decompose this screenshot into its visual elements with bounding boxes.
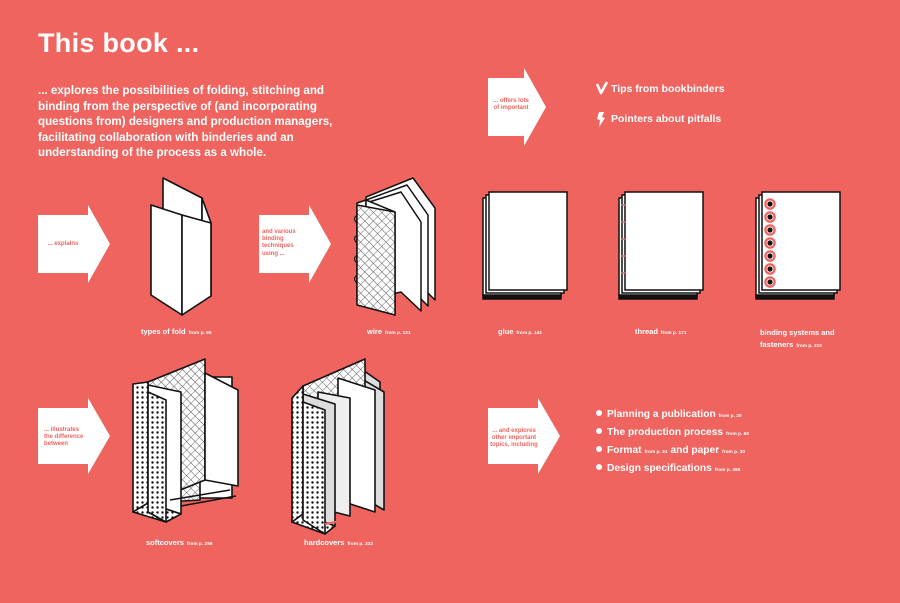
intro-line: binding from the perspective of (and inc… bbox=[38, 99, 317, 113]
arrow-text-offers: ... offers lots of important bbox=[490, 98, 532, 112]
intro-line: facilitating collaboration with binderie… bbox=[38, 130, 294, 144]
bullet-icon bbox=[596, 464, 602, 470]
intro-line: ... explores the possibilities of foldin… bbox=[38, 84, 325, 97]
topic-page: from p. 30 bbox=[722, 450, 746, 455]
label-name: fasteners bbox=[760, 340, 794, 349]
thread-illustration bbox=[618, 191, 704, 300]
arrow-text-illustrates: ... illustrates the difference between bbox=[44, 427, 86, 449]
topic-text: Planning a publication bbox=[607, 409, 716, 420]
arrow-text-line: and various bbox=[262, 229, 296, 235]
arrow-text-explains: ... explains bbox=[40, 241, 86, 248]
intro-line: questions from) designers and production… bbox=[38, 115, 333, 128]
label-page: from p. 121 bbox=[385, 331, 411, 336]
topic-text: The production process bbox=[607, 427, 724, 438]
topic-page: from p. 20 bbox=[718, 414, 742, 419]
arrow-text-line: ... offers lots bbox=[493, 98, 529, 104]
intro-text: ... explores the possibilities of foldin… bbox=[38, 83, 338, 161]
check-icon bbox=[595, 81, 609, 95]
label-page: from p. 141 bbox=[516, 331, 543, 336]
tip-bookbinders: Tips from bookbinders bbox=[611, 83, 725, 95]
systems-illustration bbox=[755, 191, 841, 300]
arrow-shape-illustrates bbox=[38, 398, 110, 474]
arrow-shape-explains bbox=[38, 205, 110, 283]
bullet-icon bbox=[596, 410, 602, 416]
arrow-text-line: ... and explores bbox=[492, 428, 536, 434]
topic-text: Design specifications bbox=[607, 463, 712, 474]
glue-illustration bbox=[482, 191, 568, 300]
arrow-text-line: ... illustrates bbox=[44, 427, 80, 433]
arrow-shape-explores bbox=[488, 398, 560, 474]
arrow-text-explores: ... and explores other important topics,… bbox=[490, 428, 538, 450]
topic-page: from p. 24 bbox=[644, 450, 668, 455]
label-name: glue bbox=[498, 327, 514, 336]
label-page: from p. 210 bbox=[796, 344, 822, 349]
arrow-text-line: other important bbox=[491, 435, 537, 442]
arrow-text-techniques: and various binding techniques using ... bbox=[262, 229, 300, 258]
arrow-text-line: the difference bbox=[44, 434, 84, 441]
arrow-text-line: ... explains bbox=[47, 241, 79, 247]
topic-text: and paper bbox=[670, 445, 720, 456]
topic-page: from p. 358 bbox=[714, 468, 741, 473]
arrow-text-line: topics, including bbox=[490, 442, 538, 449]
arrow-shape-techniques bbox=[259, 205, 331, 283]
fold-illustration bbox=[150, 177, 212, 316]
arrow-shape-offers bbox=[488, 68, 546, 146]
label-name: thread bbox=[635, 327, 658, 336]
softcovers-illustration bbox=[132, 358, 239, 523]
intro-line: understanding of the process as a whole. bbox=[38, 146, 267, 159]
label-name: hardcovers bbox=[304, 538, 345, 547]
arrow-text-line: of important bbox=[493, 105, 529, 112]
topic-page: from p. 60 bbox=[726, 432, 749, 437]
arrow-text-line: techniques bbox=[262, 243, 294, 250]
bullet-icon bbox=[596, 428, 602, 434]
warning-bolt-icon bbox=[597, 112, 605, 127]
tip-pitfalls: Pointers about pitfalls bbox=[611, 113, 722, 125]
label-page: from p. 332 bbox=[347, 542, 374, 547]
label-name: binding systems and bbox=[760, 328, 835, 337]
bullet-icon bbox=[596, 446, 602, 452]
label-name: wire bbox=[367, 327, 383, 336]
label-name: softcovers bbox=[146, 538, 184, 547]
label-page: from p. 256 bbox=[186, 542, 213, 547]
arrow-text-line: using ... bbox=[262, 250, 285, 257]
label-page: from p. 96 bbox=[188, 331, 212, 336]
page-title: This book ... bbox=[38, 28, 200, 58]
label-page: from p. 171 bbox=[660, 331, 687, 336]
arrow-text-line: between bbox=[44, 441, 69, 448]
label-name: types of fold bbox=[141, 327, 186, 336]
arrow-text-line: binding bbox=[262, 236, 284, 243]
topic-text: Format bbox=[607, 445, 642, 456]
wire-illustration bbox=[353, 177, 436, 316]
hardcovers-illustration bbox=[291, 358, 385, 535]
